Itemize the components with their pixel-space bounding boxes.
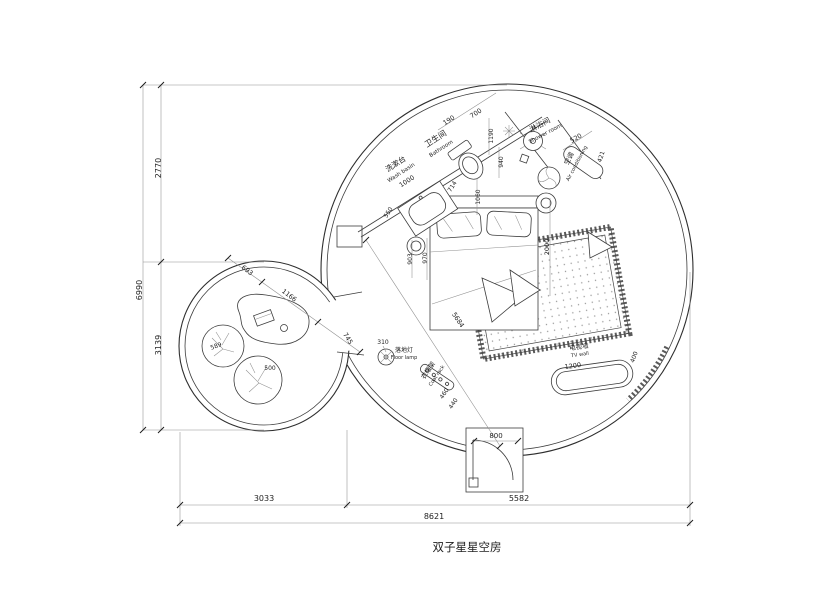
pillow-right xyxy=(486,210,532,238)
dim-left-upper: 2770 xyxy=(154,158,163,178)
dimension-lines xyxy=(139,81,694,527)
floor-drain xyxy=(519,153,530,164)
passage-opening xyxy=(326,295,368,353)
entrance xyxy=(465,427,524,493)
bedside-table-inner xyxy=(540,197,552,209)
dim-tv-a: 1200 xyxy=(564,361,581,371)
dim-entrance: 800 xyxy=(489,432,502,440)
dim-bag-a: 589 xyxy=(210,341,223,352)
washbasin xyxy=(397,180,459,237)
rug-fold-triangle xyxy=(587,231,613,259)
blanket-fold-triangle1 xyxy=(481,277,524,323)
bean-bag-2 xyxy=(233,355,283,405)
sparkle-icon xyxy=(503,125,515,137)
dim-bed-a: 903 xyxy=(407,253,414,265)
bathroom-partition-outer xyxy=(357,116,543,233)
dim-bag-b: 500 xyxy=(264,365,276,372)
dim-lamp: 310 xyxy=(377,339,389,346)
passage-jamb-bottom xyxy=(336,351,365,356)
wall-niche xyxy=(336,225,363,248)
tv-wall-hatch xyxy=(626,345,670,403)
bed xyxy=(429,195,541,331)
label-floor-lamp-en: Floor lamp xyxy=(391,355,418,361)
label-tv-wall-zh: 电视墙 xyxy=(569,341,590,353)
bathroom-partition-inner xyxy=(360,121,546,238)
stool-inner xyxy=(410,240,422,252)
toilet xyxy=(447,139,484,180)
shower-head xyxy=(519,126,547,151)
door-hinge xyxy=(468,477,479,488)
bedside-table xyxy=(535,192,557,214)
blanket-fold-triangle2 xyxy=(509,269,541,307)
dim-bed-b: 970 xyxy=(422,252,429,264)
desk-cup xyxy=(280,324,288,332)
coat-rack xyxy=(419,363,455,391)
ac-unit xyxy=(537,146,604,190)
laptop xyxy=(253,309,275,327)
passage-jamb-top xyxy=(333,291,363,298)
stool xyxy=(406,236,426,256)
floor-lamp xyxy=(377,348,395,366)
dim-tv-b: 400 xyxy=(629,350,640,363)
kidney-desk xyxy=(237,293,310,345)
dim-bath-c: 1190 xyxy=(488,128,495,143)
label-floor-lamp-zh: 落地灯 xyxy=(395,346,413,354)
label-tv-wall-en: TV wall xyxy=(570,351,590,360)
pillow-left xyxy=(436,211,482,239)
drawing-title: 双子星星空房 xyxy=(433,540,502,554)
door-swing-arc xyxy=(472,439,514,481)
tv-table xyxy=(550,359,634,396)
dim-bottom-left: 3033 xyxy=(254,494,274,503)
dim-bed-c: 2000 xyxy=(543,239,551,256)
blanket-fold-line xyxy=(429,244,539,253)
dim-basin-d: 1060 xyxy=(475,189,482,204)
dim-total-width: 8621 xyxy=(424,512,444,521)
bean-bag-1 xyxy=(201,324,245,368)
dimension-ticks xyxy=(139,81,694,527)
dim-shower-b: 421 xyxy=(596,150,606,163)
dim-left-lower: 3139 xyxy=(154,335,163,355)
dim-bath-d: 940 xyxy=(498,156,505,168)
dim-total-height: 6990 xyxy=(135,280,144,300)
dim-bottom-right: 5582 xyxy=(509,494,529,503)
